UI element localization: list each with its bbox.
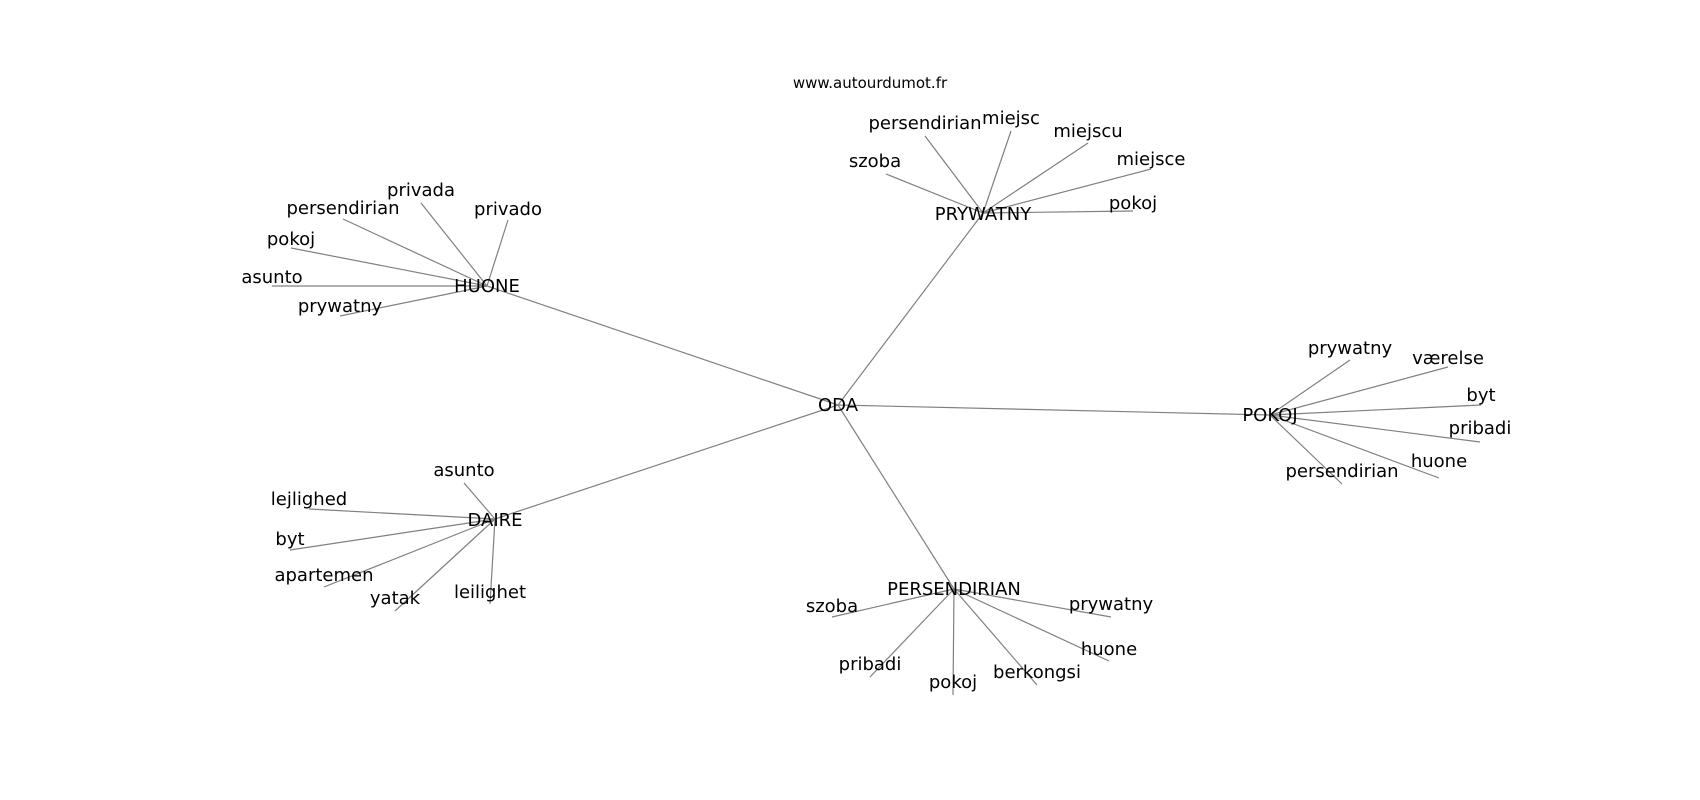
edge-pe-3 bbox=[869, 588, 955, 678]
branch-label-pe: PERSENDIRIAN bbox=[887, 579, 1021, 600]
edge-da-4 bbox=[394, 518, 496, 612]
leaf-label-da-0: asunto bbox=[433, 460, 494, 481]
branch-label-da: DAIRE bbox=[467, 510, 522, 531]
leaf-label-po-0: prywatny bbox=[1308, 338, 1393, 359]
edge-po-3 bbox=[1269, 414, 1481, 443]
leaf-label-da-3: apartemen bbox=[274, 565, 373, 586]
edge-po-4 bbox=[1269, 414, 1440, 479]
edge-hu-3 bbox=[290, 247, 488, 287]
leaf-label-pe-3: pribadi bbox=[839, 654, 902, 675]
leaf-label-pe-4: pokoj bbox=[929, 672, 977, 693]
leaf-label-pe-5: berkongsi bbox=[993, 662, 1081, 683]
edge-center-pe bbox=[837, 404, 955, 590]
branch-label-hu: HUONE bbox=[454, 276, 520, 297]
leaf-label-pr-3: miejscu bbox=[1053, 121, 1122, 142]
leaf-label-pr-0: szoba bbox=[849, 151, 901, 172]
leaf-label-pr-5: pokoj bbox=[1109, 193, 1157, 214]
edge-hu-1 bbox=[342, 218, 488, 287]
leaf-label-pr-1: persendirian bbox=[868, 113, 981, 134]
edge-hu-5 bbox=[339, 285, 488, 317]
leaf-label-hu-2: privado bbox=[474, 199, 542, 220]
edge-da-3 bbox=[323, 518, 496, 588]
edge-hu-0 bbox=[420, 202, 488, 287]
leaf-label-da-2: byt bbox=[275, 529, 304, 550]
leaf-label-da-4: yatak bbox=[370, 588, 421, 609]
edge-pe-1 bbox=[953, 588, 1112, 618]
leaf-label-po-4: huone bbox=[1411, 451, 1467, 472]
edge-center-da bbox=[494, 404, 839, 520]
branch-label-po: POKOJ bbox=[1242, 405, 1297, 426]
leaf-label-pe-2: huone bbox=[1081, 639, 1137, 660]
edge-da-5 bbox=[489, 518, 496, 605]
leaf-label-da-1: lejlighed bbox=[271, 489, 347, 510]
edge-hu-2 bbox=[486, 219, 509, 287]
leaf-label-pr-2: miejsc bbox=[982, 108, 1040, 129]
edge-pr-0 bbox=[885, 173, 984, 214]
leaf-label-po-5: persendirian bbox=[1285, 461, 1398, 482]
leaf-label-pe-0: szoba bbox=[806, 596, 858, 617]
edge-da-2 bbox=[289, 518, 496, 551]
edge-pe-2 bbox=[953, 588, 1110, 662]
watermark-text: www.autourdumot.fr bbox=[793, 74, 948, 92]
edge-pr-4 bbox=[982, 168, 1152, 214]
edge-center-po bbox=[837, 404, 1271, 416]
center-label: ODA bbox=[818, 395, 859, 416]
leaf-label-hu-4: asunto bbox=[241, 267, 302, 288]
leaf-label-hu-1: persendirian bbox=[286, 198, 399, 219]
edge-pe-4 bbox=[952, 588, 955, 696]
edge-pe-0 bbox=[831, 588, 955, 618]
leaf-label-po-1: værelse bbox=[1412, 348, 1484, 369]
edge-da-0 bbox=[463, 482, 496, 520]
edge-pe-5 bbox=[953, 588, 1038, 686]
leaf-label-da-5: leilighet bbox=[454, 582, 526, 603]
edge-pr-1 bbox=[924, 135, 984, 214]
edge-pr-3 bbox=[982, 142, 1089, 214]
edge-da-1 bbox=[308, 508, 496, 520]
edge-center-pr bbox=[837, 212, 984, 406]
leaf-label-hu-3: pokoj bbox=[267, 229, 315, 250]
edge-po-2 bbox=[1269, 404, 1482, 416]
edge-po-1 bbox=[1269, 366, 1449, 416]
edge-po-0 bbox=[1269, 359, 1351, 416]
edges-layer bbox=[272, 130, 1482, 696]
leaf-label-po-2: byt bbox=[1466, 385, 1495, 406]
edge-po-5 bbox=[1269, 414, 1343, 485]
edge-center-hu bbox=[486, 285, 839, 406]
leaf-label-hu-5: prywatny bbox=[298, 296, 383, 317]
leaf-label-po-3: pribadi bbox=[1449, 418, 1512, 439]
edge-pr-2 bbox=[982, 130, 1012, 214]
branch-label-pr: PRYWATNY bbox=[935, 204, 1032, 225]
leaf-label-pr-4: miejsce bbox=[1117, 149, 1186, 170]
leaf-label-hu-0: privada bbox=[387, 180, 455, 201]
leaf-label-pe-1: prywatny bbox=[1069, 594, 1154, 615]
edge-pr-5 bbox=[982, 210, 1134, 214]
